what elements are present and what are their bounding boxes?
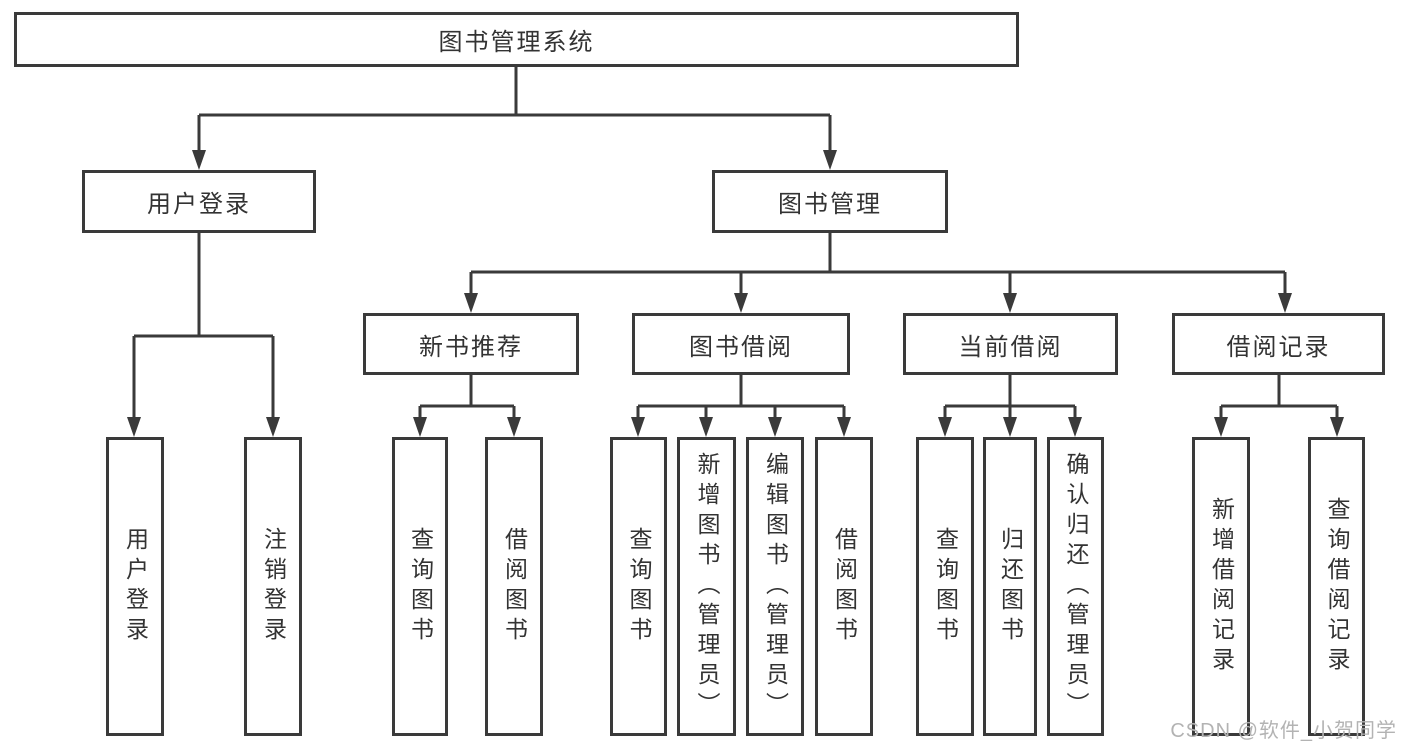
node-current-borrowing: 当前借阅 [903,313,1118,375]
node-book-management-system: 图书管理系统 [14,12,1019,67]
connector-root-to-level2 [197,67,832,152]
csdn-watermark: CSDN @软件_小贺同学 [1170,720,1397,742]
connector-book-borrow-children [636,375,846,419]
node-new-book-recommend: 新书推荐 [363,313,579,375]
leaf-edit-book-admin: 编辑图书（管理员） [746,437,804,736]
leaf-add-borrow-record: 新增借阅记录 [1192,437,1250,736]
leaf-borrow-query-book: 查询图书 [610,437,667,736]
leaf-confirm-return-admin: 确认归还（管理员） [1047,437,1104,736]
connector-user-login-children [132,233,275,419]
leaf-add-book-admin: 新增图书（管理员） [677,437,736,736]
leaf-user-login: 用户登录 [106,437,164,736]
leaf-borrow-book: 借阅图书 [815,437,873,736]
connector-borrow-record-children [1219,375,1339,419]
arrowheads [127,150,1344,437]
leaf-query-borrow-record: 查询借阅记录 [1308,437,1365,736]
node-user-login: 用户登录 [82,170,316,233]
connector-book-mgmt-children [469,233,1287,295]
connector-new-book-children [418,375,516,419]
leaf-logout: 注销登录 [244,437,302,736]
connector-current-borrow-children [943,375,1077,419]
leaf-recommend-query-book: 查询图书 [392,437,448,736]
leaf-return-book: 归还图书 [983,437,1037,736]
node-book-borrowing: 图书借阅 [632,313,850,375]
node-book-management: 图书管理 [712,170,948,233]
node-borrowing-records: 借阅记录 [1172,313,1385,375]
leaf-recommend-borrow-book: 借阅图书 [485,437,543,736]
leaf-current-query-book: 查询图书 [916,437,974,736]
